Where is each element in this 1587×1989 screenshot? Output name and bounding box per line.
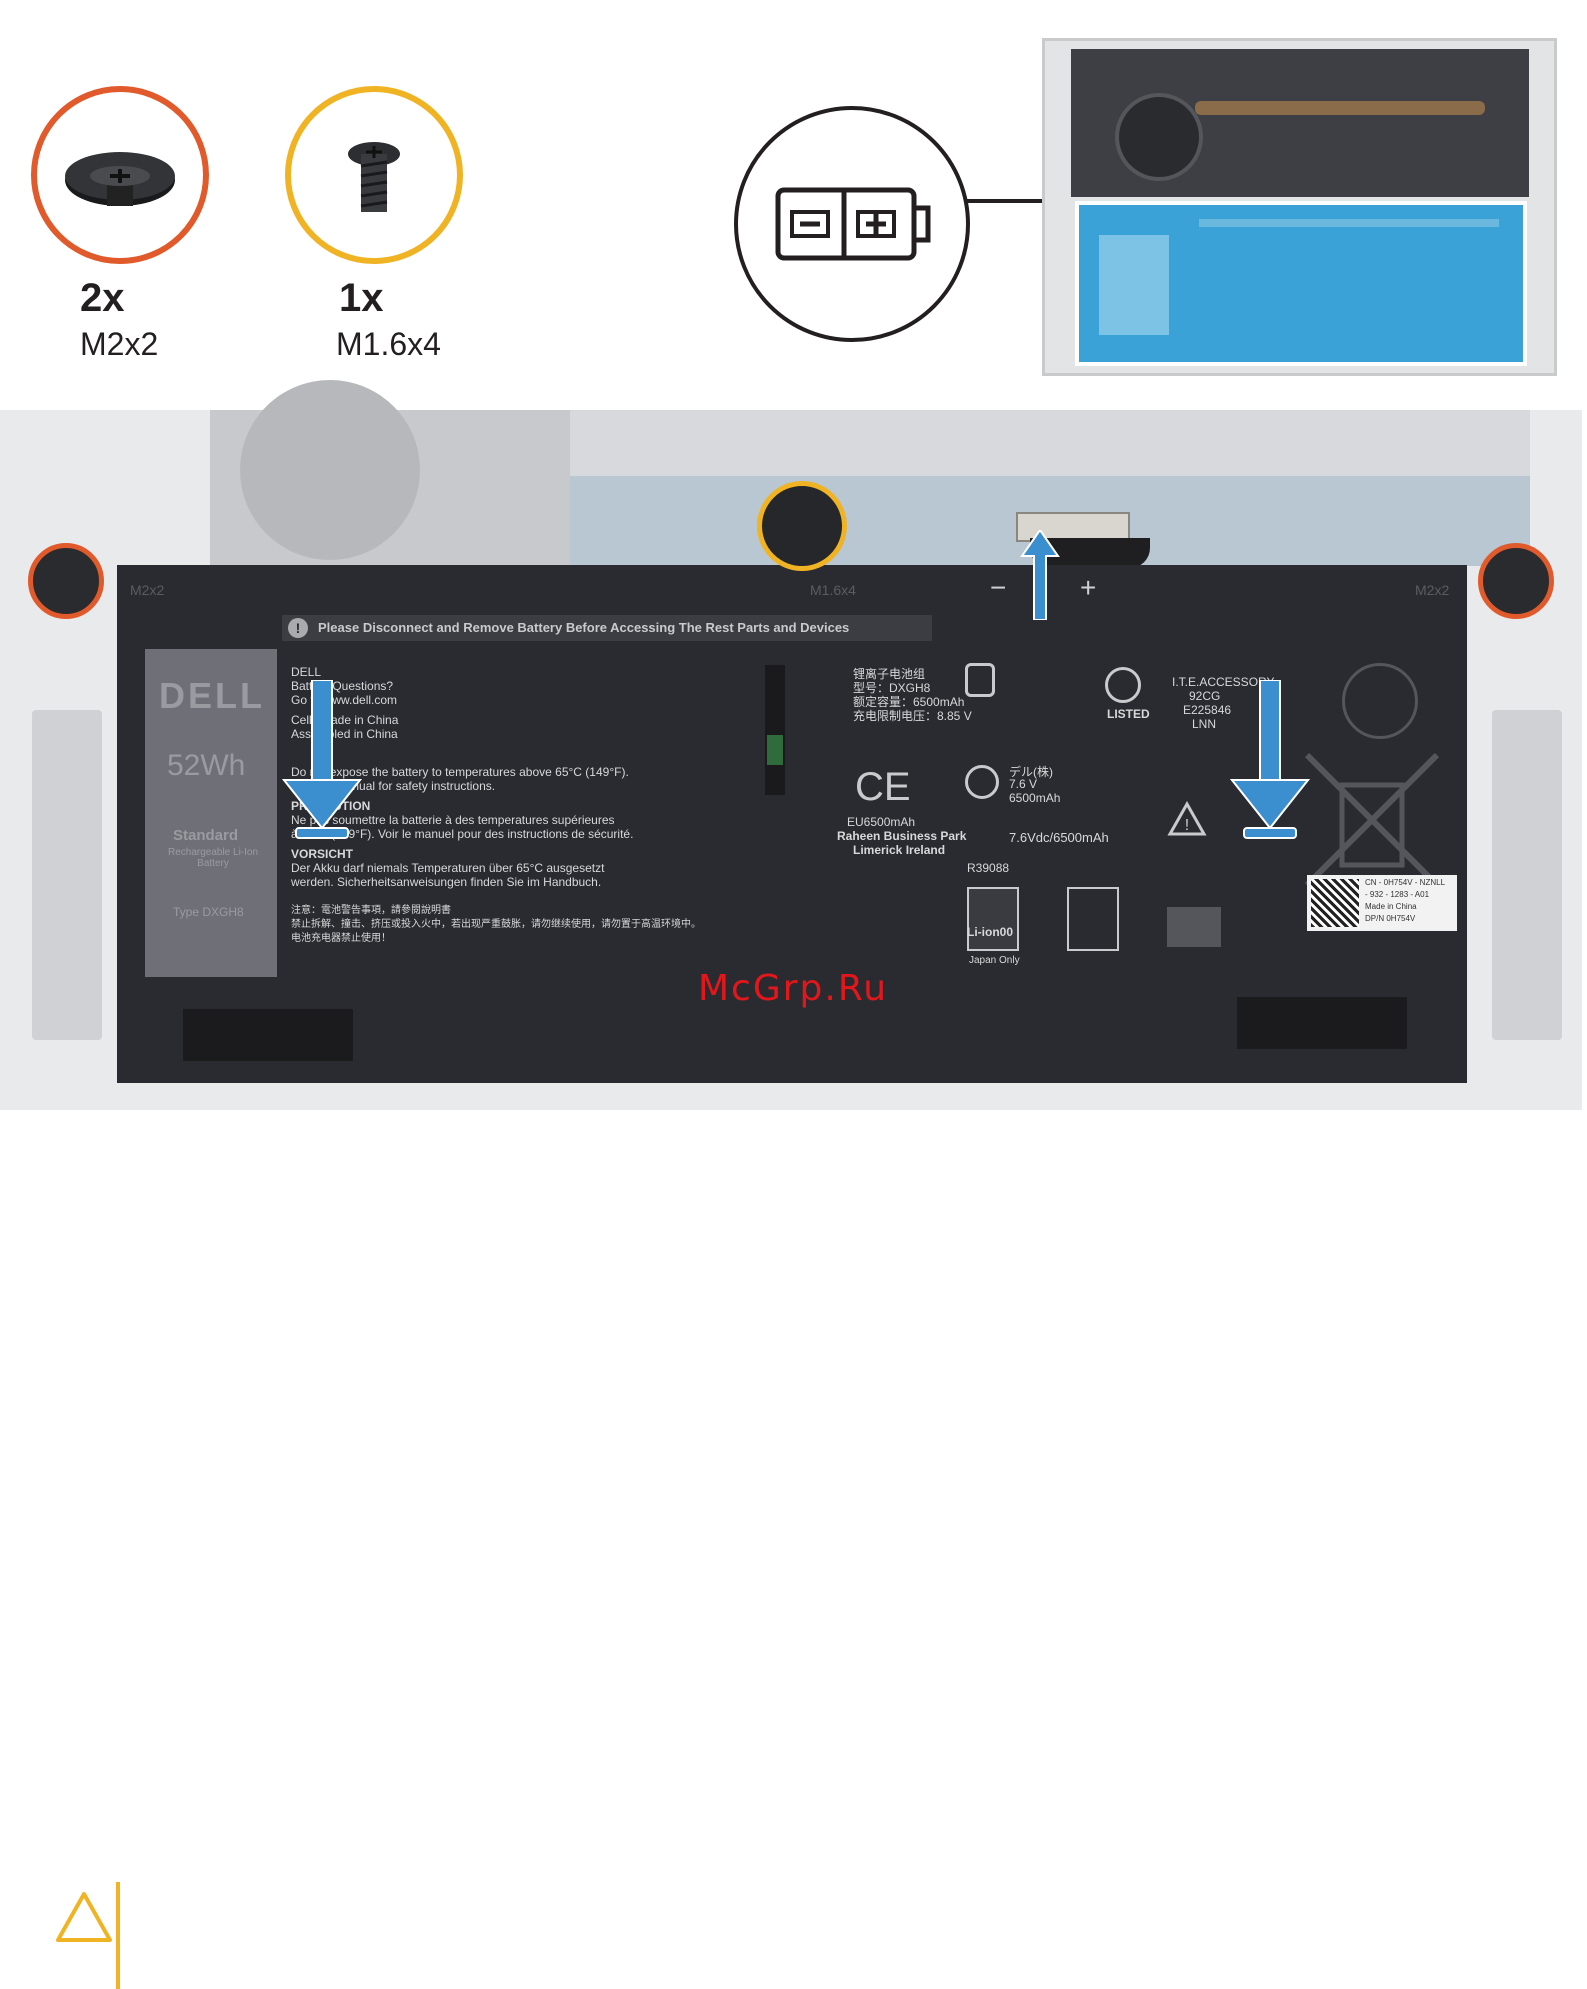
ul-tag-icon: [1167, 907, 1221, 947]
label-accessory3: E225846: [1183, 703, 1232, 717]
battery-warning-banner: ! Please Disconnect and Remove Battery B…: [282, 615, 932, 641]
arrow-down-right-icon: [1230, 680, 1310, 839]
battery-strap: [765, 665, 785, 795]
warning-icon: !: [288, 618, 308, 638]
label-caution-en: Do not expose the battery to temperature…: [291, 765, 629, 779]
qr-code-icon: [1311, 879, 1359, 927]
barcode-dpn: DP/N 0H754V: [1365, 914, 1416, 923]
arrow-down-left-icon: [282, 680, 362, 839]
battery-standard-sub: Rechargeable Li-Ion Battery: [167, 847, 259, 869]
label-cn-model3: 额定容量：6500mAh: [853, 695, 965, 709]
screw-label-right: M2x2: [1415, 582, 1450, 598]
overview-heatpipe: [1195, 101, 1485, 115]
label-jp-voltage: 7.6 V: [1009, 777, 1038, 791]
callout-leader-line: [966, 199, 1046, 203]
overview-battery-logo-panel: [1099, 235, 1169, 335]
certification-box-icon: [1067, 887, 1119, 951]
label-cn-1: 禁止拆解、撞击、挤压或投入火中，若出现严重鼓胀，请勿继续使用，请勿置于高温环境中…: [291, 919, 701, 930]
screw-center-highlight: [757, 481, 847, 571]
screw-label-left: M2x2: [130, 582, 165, 598]
overview-battery-highlight: [1075, 201, 1527, 366]
label-vorsicht-de: Der Akku darf niemals Temperaturen über …: [291, 861, 605, 875]
dell-logo: DELL: [159, 675, 265, 716]
right-speaker: [1492, 710, 1562, 1040]
svg-text:!: !: [1185, 817, 1189, 834]
screw-m2x2-name: M2x2: [80, 326, 159, 362]
laptop-overview-image: [1042, 38, 1557, 376]
screw-left-highlight: [28, 543, 104, 619]
kc-mark-icon: [965, 663, 995, 697]
screw-m1-6x4-count: 1x: [339, 276, 384, 320]
weee-bin-icon: [1304, 752, 1440, 888]
label-listed: LISTED: [1107, 707, 1150, 721]
watermark: McGrp.Ru: [698, 968, 889, 1009]
label-vorsicht-de2: werden. Sicherheitsanweisungen finden Si…: [291, 875, 602, 889]
battery-symbol-icon: [734, 106, 970, 342]
label-accessory: I.T.E.ACCESSORY: [1172, 675, 1275, 689]
battery-pad-left: [183, 1009, 353, 1061]
ce-mark-icon: CE: [855, 765, 911, 809]
label-eu-capacity: EU6500mAh: [847, 815, 916, 829]
polarity-minus: −: [990, 572, 1007, 603]
caution-triangle-icon: [56, 1892, 112, 1942]
pse-mark-icon: [965, 765, 999, 799]
label-jp-capacity: 6500mAh: [1009, 791, 1061, 805]
barcode-cn: CN - 0H754V - NZNLL: [1365, 878, 1446, 887]
screw-m1-6x4-name: M1.6x4: [336, 326, 441, 362]
fan-icon: [240, 380, 420, 560]
battery-standard: Standard: [173, 827, 239, 844]
screw-m2x2-count: 2x: [80, 276, 125, 320]
recycle-box-icon: [967, 887, 1019, 951]
label-eu-city: Limerick Ireland: [853, 843, 946, 857]
label-cn-model2: 型号：DXGH8: [853, 681, 931, 695]
battery-type: Type DXGH8: [173, 905, 244, 919]
arrow-up-icon: [1020, 530, 1060, 620]
label-recycle-sub: Japan Only: [969, 955, 1020, 966]
left-speaker: [32, 710, 102, 1040]
label-recycle-text: Li-ion00: [967, 925, 1014, 939]
screw-label-center: M1.6x4: [810, 582, 856, 598]
polarity-plus: +: [1080, 572, 1097, 603]
ul-mark-icon: [1105, 667, 1141, 703]
barcode-2: - 932 - 1283 - A01: [1365, 890, 1430, 899]
label-cn-model1: 锂离子电池组: [853, 667, 926, 681]
label-spec: 7.6Vdc/6500mAh: [1009, 830, 1109, 845]
battery: ! Please Disconnect and Remove Battery B…: [117, 565, 1467, 1083]
barcode-made: Made in China: [1365, 902, 1417, 911]
battery-pad-right: [1237, 997, 1407, 1049]
recycle-seal-icon: [1342, 663, 1418, 739]
fan-icon: [1115, 93, 1203, 181]
strap-tag: [767, 735, 783, 765]
label-r-code: R39088: [967, 861, 1010, 875]
triangle-warning-icon: !: [1167, 801, 1207, 836]
heatsink: [570, 410, 1530, 476]
screw-m1-6x4-icon: [285, 86, 463, 264]
label-cn-model4: 充电限制电压：8.85 V: [853, 709, 972, 723]
screw-right-highlight: [1478, 543, 1554, 619]
label-dell: DELL: [291, 665, 322, 679]
label-cn-2: 电池充电器禁止使用！: [291, 933, 391, 944]
battery-capacity: 52Wh: [167, 749, 246, 782]
label-precaution-fr: Ne pas soumettre la batterie à des tempe…: [291, 813, 615, 827]
label-accessory4: LNN: [1192, 717, 1217, 731]
label-accessory2: 92CG: [1189, 689, 1221, 703]
overview-battery-banner: [1199, 219, 1499, 227]
label-eu-company: Raheen Business Park: [837, 829, 967, 843]
caution-bar: [116, 1882, 120, 1989]
barcode-label: CN - 0H754V - NZNLL - 932 - 1283 - A01 M…: [1307, 875, 1457, 931]
label-precaution-fr2: à 65°C (149°F). Voir le manuel pour des …: [291, 827, 634, 841]
screw-m2x2-icon: [31, 86, 209, 264]
battery-logo-panel: DELL 52Wh Standard Rechargeable Li-Ion B…: [145, 649, 277, 977]
label-jp-text: デル(株): [1009, 765, 1053, 779]
label-cn-title: 注意：電池警告事項，請參閱說明書: [291, 905, 451, 916]
label-vorsicht-title: VORSICHT: [291, 847, 354, 861]
warning-banner-text: Please Disconnect and Remove Battery Bef…: [318, 620, 850, 635]
